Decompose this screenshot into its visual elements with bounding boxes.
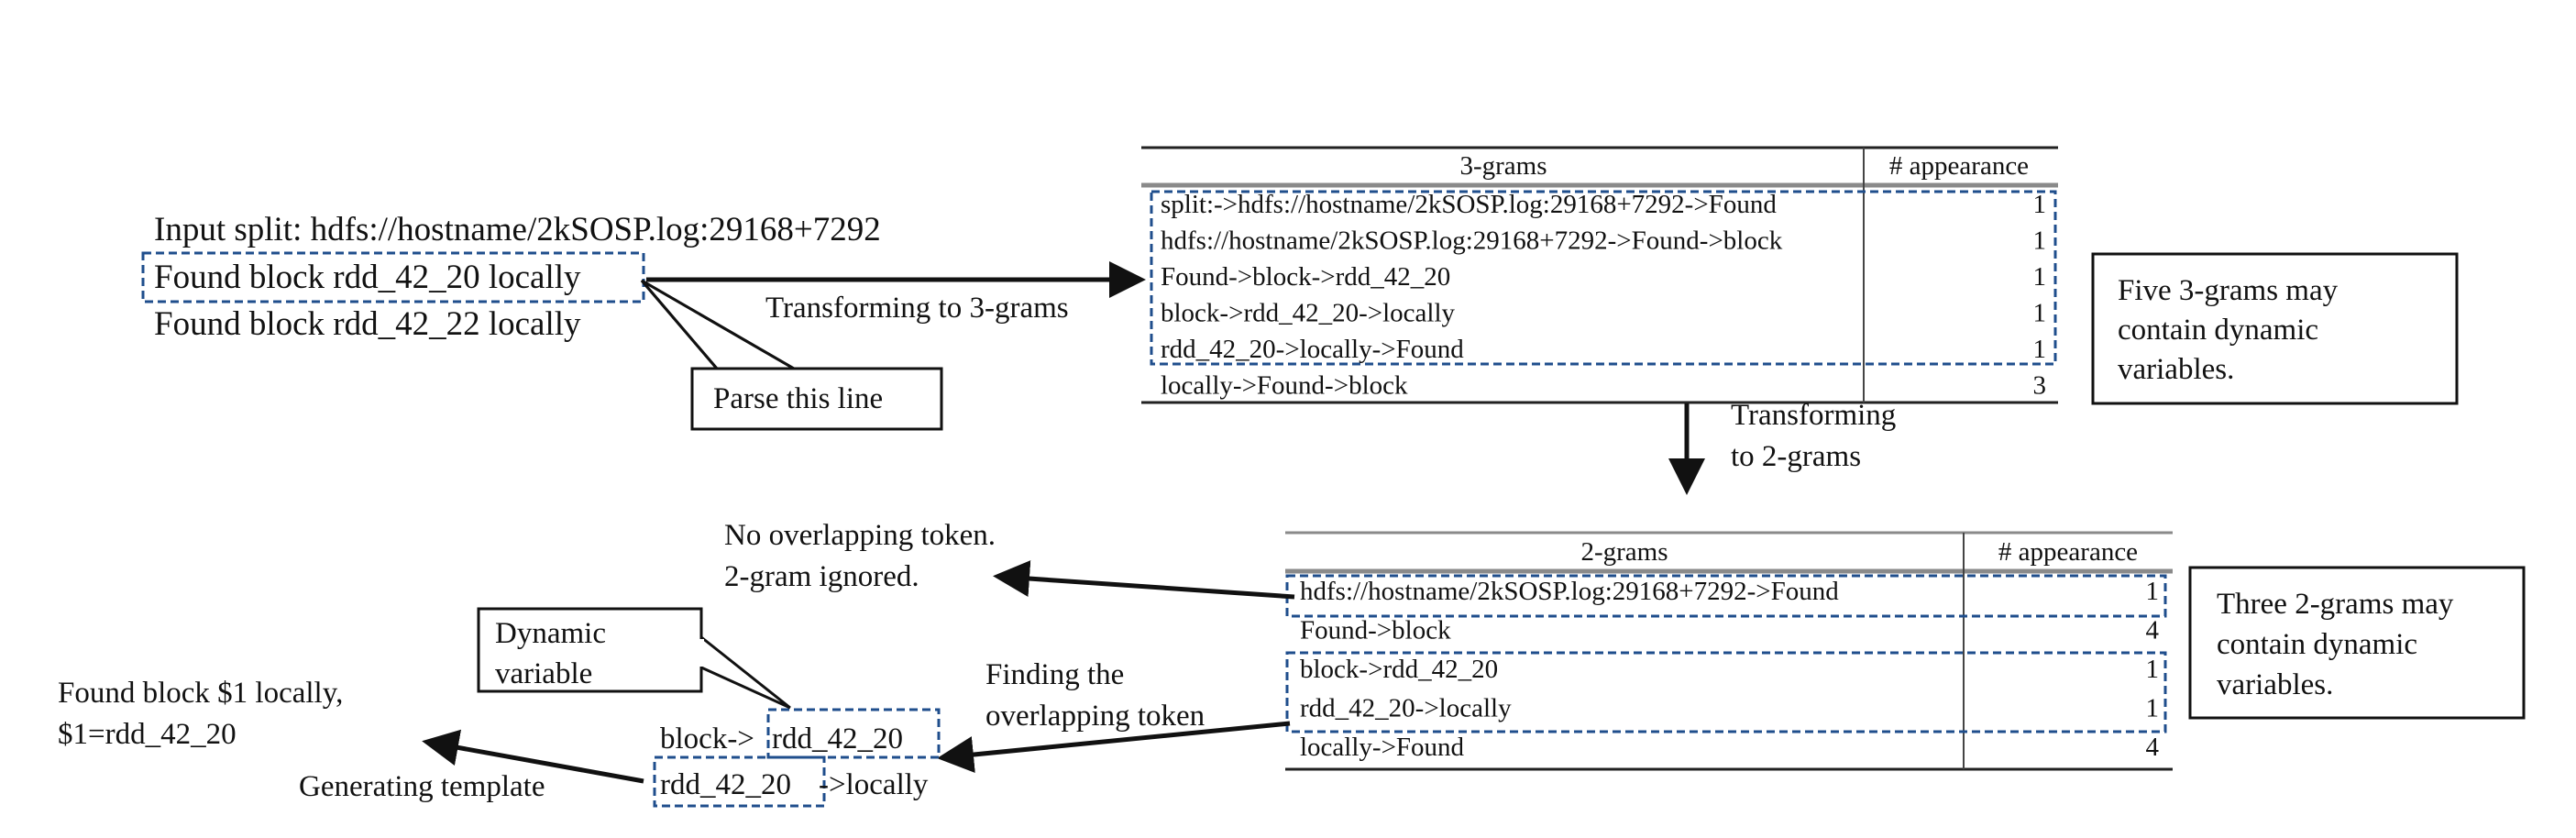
trigram-row: rdd_42_20->locally->Found 1	[1161, 335, 2046, 364]
bigram-count-cell: 1	[2146, 577, 2160, 606]
bigram-header-count: # appearance	[1998, 537, 2138, 567]
overlap-line1-prefix: block->	[660, 722, 754, 755]
bigram-row: locally->Found 4	[1300, 733, 2160, 762]
trigram-note-line: Five 3-grams may	[2118, 274, 2339, 307]
bigram-note: Three 2-grams may contain dynamic variab…	[2188, 566, 2526, 720]
input-log-line: Found block rdd_42_22 locally	[154, 305, 581, 343]
dynamic-variable-label: variable	[495, 657, 592, 690]
trigram-count-cell: 1	[2033, 299, 2047, 328]
finding-overlap-arrow: Finding the overlapping token	[937, 658, 1291, 773]
input-log-line-selected: Found block rdd_42_20 locally	[154, 259, 581, 296]
no-overlap-arrow: No overlapping token. 2-gram ignored.	[724, 519, 1295, 600]
trigram-gram-cell: block->rdd_42_20->locally	[1161, 299, 1456, 328]
parse-line-callout: Parse this line	[640, 279, 943, 431]
no-overlap-label: 2-gram ignored.	[724, 560, 919, 593]
template-result-line: $1=rdd_42_20	[58, 718, 237, 751]
input-log-line: Input split: hdfs://hostname/2kSOSP.log:…	[154, 211, 881, 248]
bigram-gram-cell: block->rdd_42_20	[1300, 655, 1498, 684]
trigram-header-count: # appearance	[1889, 151, 2029, 181]
trigram-note: Five 3-grams may contain dynamic variabl…	[2091, 252, 2459, 405]
trigram-count-cell: 3	[2033, 371, 2047, 401]
highlighted-line-box	[141, 251, 645, 303]
trigram-header-gram: 3-grams	[1459, 151, 1547, 181]
trigram-table: 3-grams # appearance split:->hdfs://host…	[1141, 146, 2058, 404]
transform-3grams-arrow: Transforming to 3-grams	[646, 261, 1146, 325]
trigram-count-cell: 1	[2033, 335, 2047, 364]
no-overlap-label: No overlapping token.	[724, 519, 996, 552]
bigram-table: 2-grams # appearance hdfs://hostname/2kS…	[1285, 531, 2173, 771]
generating-template-label: Generating template	[299, 770, 545, 803]
bigram-note-line: variables.	[2217, 668, 2333, 701]
template-result: Found block $1 locally, $1=rdd_42_20	[58, 677, 343, 751]
trigram-gram-cell: Found->block->rdd_42_20	[1161, 262, 1450, 292]
bigram-count-cell: 4	[2146, 616, 2160, 645]
overlap-line2-suffix: ->locally	[819, 768, 929, 801]
trigram-row: Found->block->rdd_42_20 1	[1161, 262, 2046, 292]
input-log: Input split: hdfs://hostname/2kSOSP.log:…	[141, 211, 881, 343]
overlap-token-box-1	[766, 708, 941, 759]
bigram-row: rdd_42_20->locally 1	[1300, 694, 2159, 723]
dynamic-variable-label: Dynamic	[495, 617, 606, 650]
trigram-row: split:->hdfs://hostname/2kSOSP.log:29168…	[1161, 190, 2046, 219]
bigram-row: hdfs://hostname/2kSOSP.log:29168+7292->F…	[1300, 577, 2159, 606]
bigram-row: block->rdd_42_20 1	[1300, 655, 2159, 684]
bigram-header-gram: 2-grams	[1580, 537, 1668, 567]
bigram-note-line: Three 2-grams may	[2217, 588, 2454, 621]
transform-2grams-arrow: Transforming to 2-grams	[1668, 399, 1896, 495]
trigram-row: block->rdd_42_20->locally 1	[1161, 299, 2046, 328]
trigram-note-line: variables.	[2118, 353, 2234, 386]
template-result-line: Found block $1 locally,	[58, 677, 343, 710]
trigram-row: locally->Found->block 3	[1161, 371, 2046, 401]
transform-3grams-label: Transforming to 3-grams	[765, 292, 1069, 325]
overlap-token-box-2	[653, 755, 826, 808]
bigram-gram-cell: rdd_42_20->locally	[1300, 694, 1512, 723]
bigram-gram-cell: hdfs://hostname/2kSOSP.log:29168+7292->F…	[1300, 577, 1839, 606]
overlap-tokens: block-> rdd_42_20 rdd_42_20 ->locally	[653, 708, 941, 808]
bigram-note-line: contain dynamic	[2217, 628, 2417, 661]
overlap-line1-token: rdd_42_20	[772, 722, 903, 755]
trigram-note-line: contain dynamic	[2118, 314, 2318, 347]
transform-2grams-label: to 2-grams	[1731, 440, 1861, 473]
bigram-count-cell: 1	[2146, 655, 2160, 684]
overlap-line2-token: rdd_42_20	[660, 768, 791, 801]
parse-line-label: Parse this line	[713, 382, 883, 415]
trigram-row: hdfs://hostname/2kSOSP.log:29168+7292->F…	[1161, 226, 2046, 256]
trigram-highlight-box	[1150, 190, 2057, 366]
transform-2grams-label: Transforming	[1731, 399, 1896, 432]
trigram-gram-cell: rdd_42_20->locally->Found	[1161, 335, 1464, 364]
trigram-count-cell: 1	[2033, 190, 2047, 219]
trigram-gram-cell: split:->hdfs://hostname/2kSOSP.log:29168…	[1161, 190, 1777, 219]
bigram-row: Found->block 4	[1300, 616, 2160, 645]
generating-template-arrow: Generating template	[299, 729, 644, 803]
bigram-gram-cell: Found->block	[1300, 616, 1451, 645]
finding-overlap-label: overlapping token	[985, 700, 1205, 733]
trigram-gram-cell: locally->Found->block	[1161, 371, 1408, 401]
bigram-gram-cell: locally->Found	[1300, 733, 1465, 762]
bigram-highlight-box-2	[1285, 651, 2167, 733]
trigram-gram-cell: hdfs://hostname/2kSOSP.log:29168+7292->F…	[1161, 226, 1783, 256]
dynamic-variable-callout: Dynamic variable	[477, 607, 791, 710]
finding-overlap-label: Finding the	[985, 658, 1124, 691]
trigram-count-cell: 1	[2033, 262, 2047, 292]
bigram-count-cell: 4	[2146, 733, 2160, 762]
trigram-count-cell: 1	[2033, 226, 2047, 256]
bigram-count-cell: 1	[2146, 694, 2160, 723]
